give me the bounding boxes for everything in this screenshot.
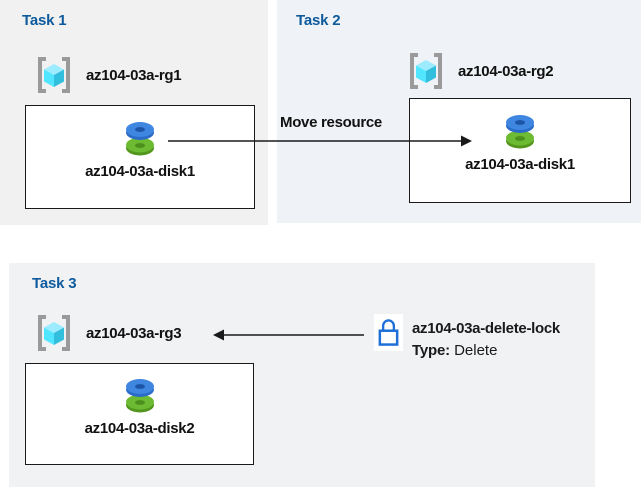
disk-name: az104-03a-disk2	[84, 420, 195, 437]
delete-lock-name: az104-03a-delete-lock	[412, 320, 560, 337]
lock-icon	[378, 319, 399, 346]
disk-name: az104-03a-disk1	[85, 163, 195, 180]
disk-icon	[126, 122, 154, 156]
resource-group-icon	[38, 57, 70, 93]
resource-group-name: az104-03a-rg1	[86, 66, 182, 84]
disk-icon	[506, 115, 534, 149]
resource-group-name: az104-03a-rg3	[86, 324, 182, 342]
delete-lock-type: Type: Delete	[412, 340, 560, 362]
task2-disk-box: az104-03a-disk1	[409, 98, 631, 203]
resource-group-icon	[38, 315, 70, 351]
move-resource-label: Move resource	[280, 114, 382, 131]
task2-resource-group: az104-03a-rg2	[405, 52, 554, 90]
task3-title: Task 3	[32, 275, 77, 292]
disk-icon	[125, 379, 154, 413]
task3-resource-group: az104-03a-rg3	[33, 314, 182, 352]
task1-disk-box: az104-03a-disk1	[25, 105, 255, 209]
delete-lock-text: az104-03a-delete-lock Type: Delete	[412, 318, 560, 362]
resource-group-icon	[410, 53, 442, 89]
disk-name: az104-03a-disk1	[465, 156, 575, 173]
lock-type-label: Type:	[412, 342, 450, 359]
task1-title: Task 1	[22, 12, 67, 29]
task2-title: Task 2	[296, 12, 341, 29]
task3-disk-box: az104-03a-disk2	[25, 363, 254, 465]
lock-type-value: Delete	[454, 342, 498, 359]
lock-chip	[374, 314, 403, 351]
resource-group-name: az104-03a-rg2	[458, 62, 554, 80]
task1-resource-group: az104-03a-rg1	[33, 56, 182, 94]
